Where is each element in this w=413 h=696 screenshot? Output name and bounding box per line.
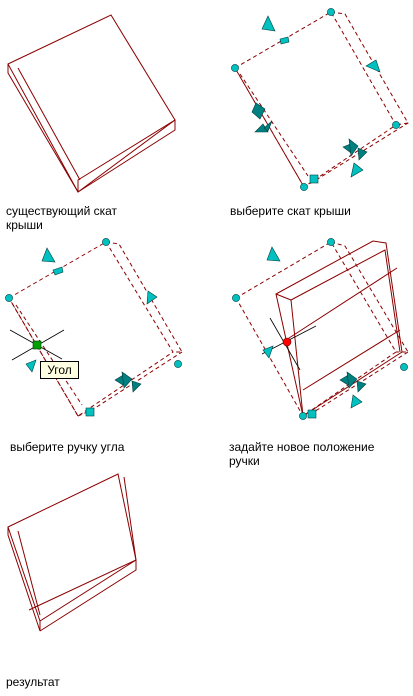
slab-front-face [7, 64, 79, 193]
corner-grips [231, 8, 400, 191]
caption-new-grip-position: задайте новое положение ручки [229, 440, 375, 468]
panel-select-corner-grip [5, 238, 183, 417]
panel-existing-roof-slab [7, 14, 176, 193]
moved-slab-preview [275, 240, 403, 417]
caption-result: результат [6, 675, 60, 689]
corner-tooltip: Угол [40, 361, 79, 379]
active-corner-grip [32, 340, 42, 350]
slab-right-face [77, 119, 176, 193]
panel-result-roof-slab [7, 473, 137, 632]
slab-top-face [7, 14, 176, 193]
caption-existing-roof-slab: существующий скат крыши [6, 204, 118, 232]
hot-grip [282, 337, 292, 347]
slope-grips [251, 102, 368, 161]
caption-select-roof-slab: выберите скат крыши [230, 204, 351, 218]
caption-select-corner-grip: выберите ручку угла [10, 440, 125, 454]
panel-new-grip-position [232, 238, 409, 420]
panel-selected-roof-slab [231, 8, 409, 191]
edge-grips [261, 15, 381, 184]
